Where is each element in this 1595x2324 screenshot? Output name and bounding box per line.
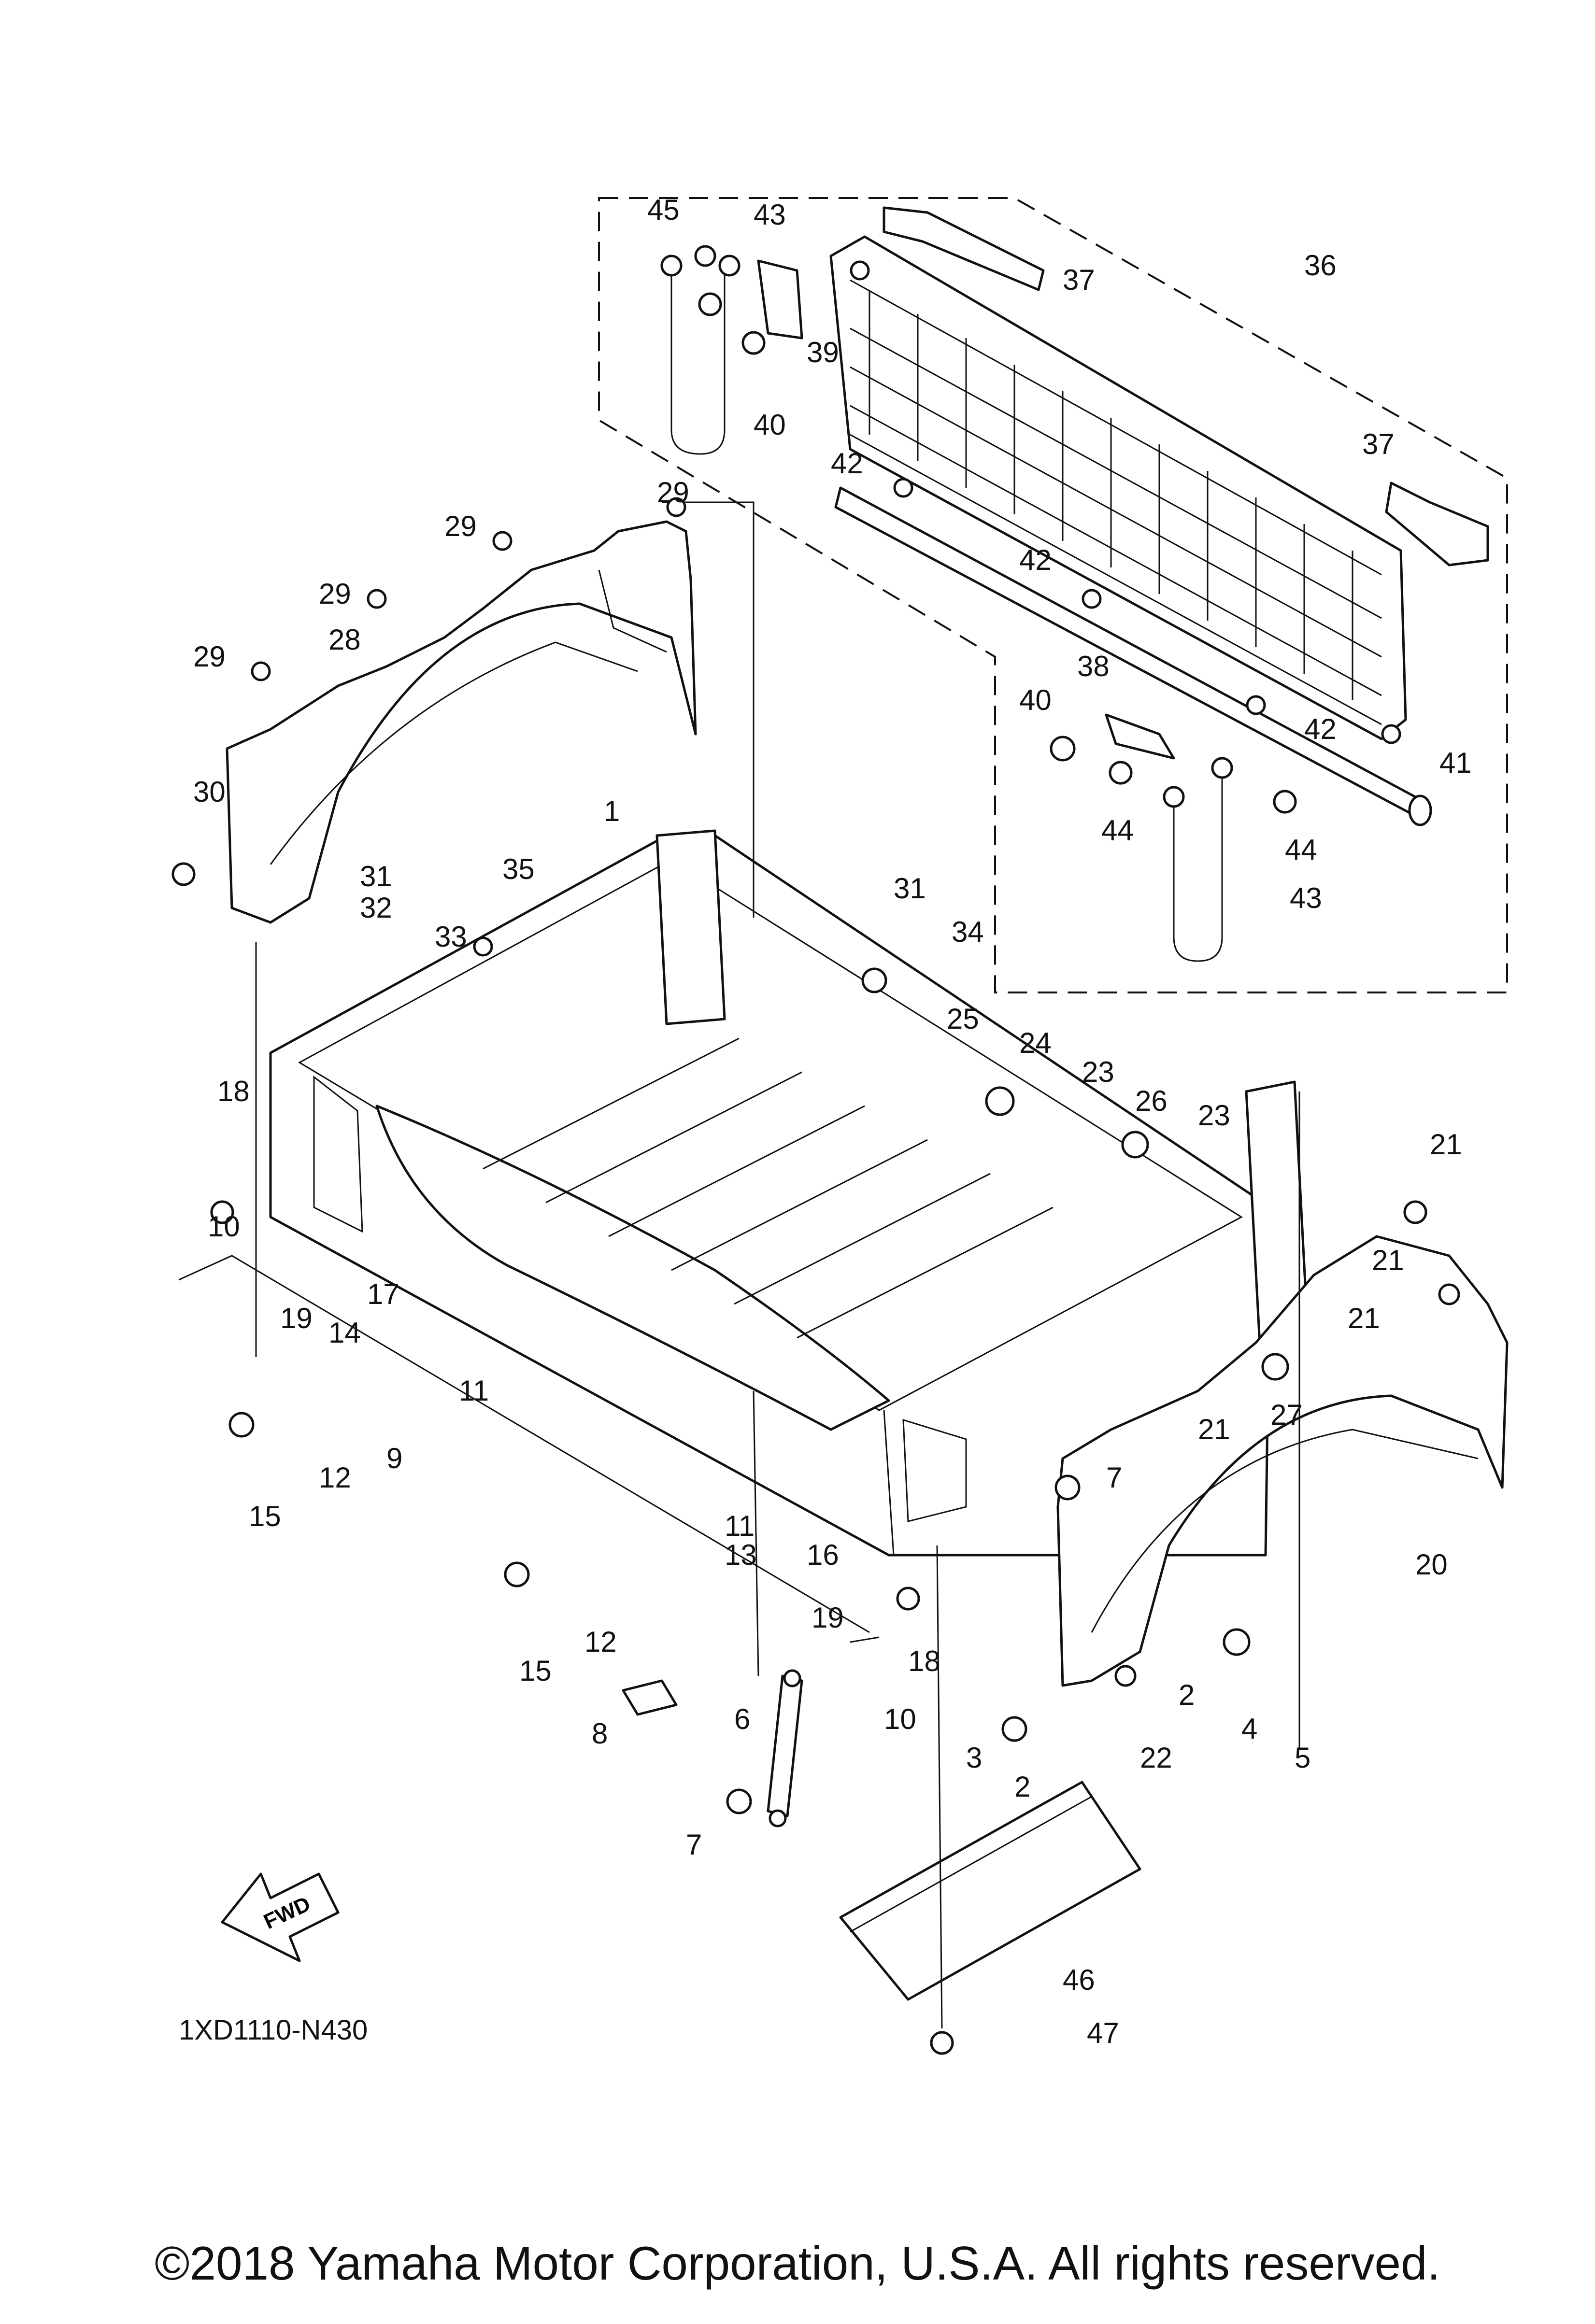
callout-29: 29 — [193, 640, 226, 673]
callout-39: 39 — [807, 336, 839, 368]
callout-46: 46 — [1063, 1964, 1095, 1996]
skid-plate — [839, 1781, 1141, 2001]
callout-8: 8 — [592, 1717, 608, 1750]
tailgate-latches — [883, 206, 1489, 567]
callout-12: 12 — [319, 1461, 351, 1494]
callout-31: 31 — [360, 860, 392, 893]
bed-latch-rod — [178, 1255, 880, 1643]
callout-44: 44 — [1285, 834, 1317, 866]
callout-35: 35 — [502, 853, 535, 885]
callout-43: 43 — [754, 198, 786, 231]
callout-45: 45 — [647, 194, 680, 226]
callout-16: 16 — [807, 1539, 839, 1571]
callout-29: 29 — [193, 640, 226, 673]
callout-42: 42 — [1019, 544, 1052, 576]
callout-25: 25 — [947, 1003, 979, 1035]
tailgate-cables — [660, 255, 1233, 962]
callout-23: 23 — [1082, 1056, 1114, 1088]
callout-21: 21 — [1372, 1244, 1404, 1276]
callout-41: 41 — [1439, 747, 1472, 779]
callout-37: 37 — [1362, 428, 1395, 460]
tailgate-group-dashed-border — [598, 197, 1508, 993]
cargo-bed — [269, 829, 1310, 1557]
callout-31: 31 — [894, 872, 926, 905]
callout-21: 21 — [1430, 1128, 1462, 1161]
callout-11: 11 — [725, 1510, 755, 1542]
callout-14: 14 — [328, 1317, 361, 1349]
callout-28: 28 — [328, 624, 361, 656]
callout-29: 29 — [657, 476, 689, 509]
callout-19: 19 — [280, 1302, 313, 1334]
callout-32: 32 — [360, 892, 392, 924]
copyright-notice: ©2018 Yamaha Motor Corporation, U.S.A. A… — [155, 2237, 1440, 2290]
callout-27: 27 — [1270, 1399, 1303, 1431]
callout-10: 10 — [884, 1703, 916, 1735]
tailgate — [829, 235, 1407, 744]
callout-23: 23 — [1198, 1099, 1230, 1132]
callout-21: 21 — [1198, 1413, 1230, 1445]
callout-21: 21 — [1348, 1302, 1380, 1334]
callout-44: 44 — [1101, 814, 1134, 847]
callout-29: 29 — [444, 510, 477, 542]
callout-12: 12 — [584, 1626, 617, 1658]
callout-20: 20 — [1415, 1548, 1448, 1581]
callout-11: 11 — [459, 1375, 489, 1407]
callout-1: 1 — [604, 795, 620, 827]
callout-9: 9 — [386, 1442, 402, 1474]
callout-22: 22 — [1140, 1742, 1172, 1774]
right-fender — [1056, 1235, 1509, 1687]
callout-37: 37 — [1063, 264, 1095, 296]
fasteners — [171, 245, 1460, 2055]
callout-13: 13 — [725, 1539, 757, 1571]
callout-43: 43 — [1290, 882, 1322, 914]
callout-6: 6 — [734, 1703, 750, 1735]
callout-17: 17 — [367, 1278, 399, 1310]
callout-30: 30 — [193, 776, 226, 808]
callout-4: 4 — [1241, 1713, 1257, 1745]
callout-36: 36 — [1304, 249, 1337, 282]
callout-2: 2 — [1014, 1771, 1030, 1803]
callout-5: 5 — [1295, 1742, 1310, 1774]
callout-10: 10 — [208, 1210, 240, 1243]
callout-40: 40 — [754, 409, 786, 441]
callout-24: 24 — [1019, 1027, 1052, 1059]
callout-42: 42 — [1304, 713, 1337, 745]
callout-2: 2 — [1179, 1679, 1195, 1711]
callout-15: 15 — [249, 1500, 281, 1532]
callout-26: 26 — [1135, 1085, 1168, 1117]
gas-strut — [767, 1669, 803, 1828]
diagram-code: 1XD1110-N430 — [179, 2014, 368, 2046]
callout-18: 18 — [908, 1645, 940, 1677]
callout-29: 29 — [319, 578, 351, 610]
callout-15: 15 — [519, 1655, 552, 1687]
callout-33: 33 — [435, 921, 467, 953]
callout-42: 42 — [831, 447, 863, 480]
callout-34: 34 — [952, 916, 984, 948]
callout-38: 38 — [1077, 650, 1110, 682]
tailgate-rod — [834, 486, 1432, 826]
callout-3: 3 — [966, 1742, 982, 1774]
callout-7: 7 — [1106, 1461, 1122, 1494]
callout-7: 7 — [686, 1828, 702, 1861]
callout-18: 18 — [217, 1075, 250, 1107]
callout-19: 19 — [812, 1601, 844, 1634]
callout-47: 47 — [1087, 2017, 1119, 2049]
fwd-arrow: FWD — [221, 1872, 340, 1962]
guide-lines — [255, 501, 1300, 2029]
left-fender — [226, 520, 697, 924]
callout-40: 40 — [1019, 684, 1052, 716]
